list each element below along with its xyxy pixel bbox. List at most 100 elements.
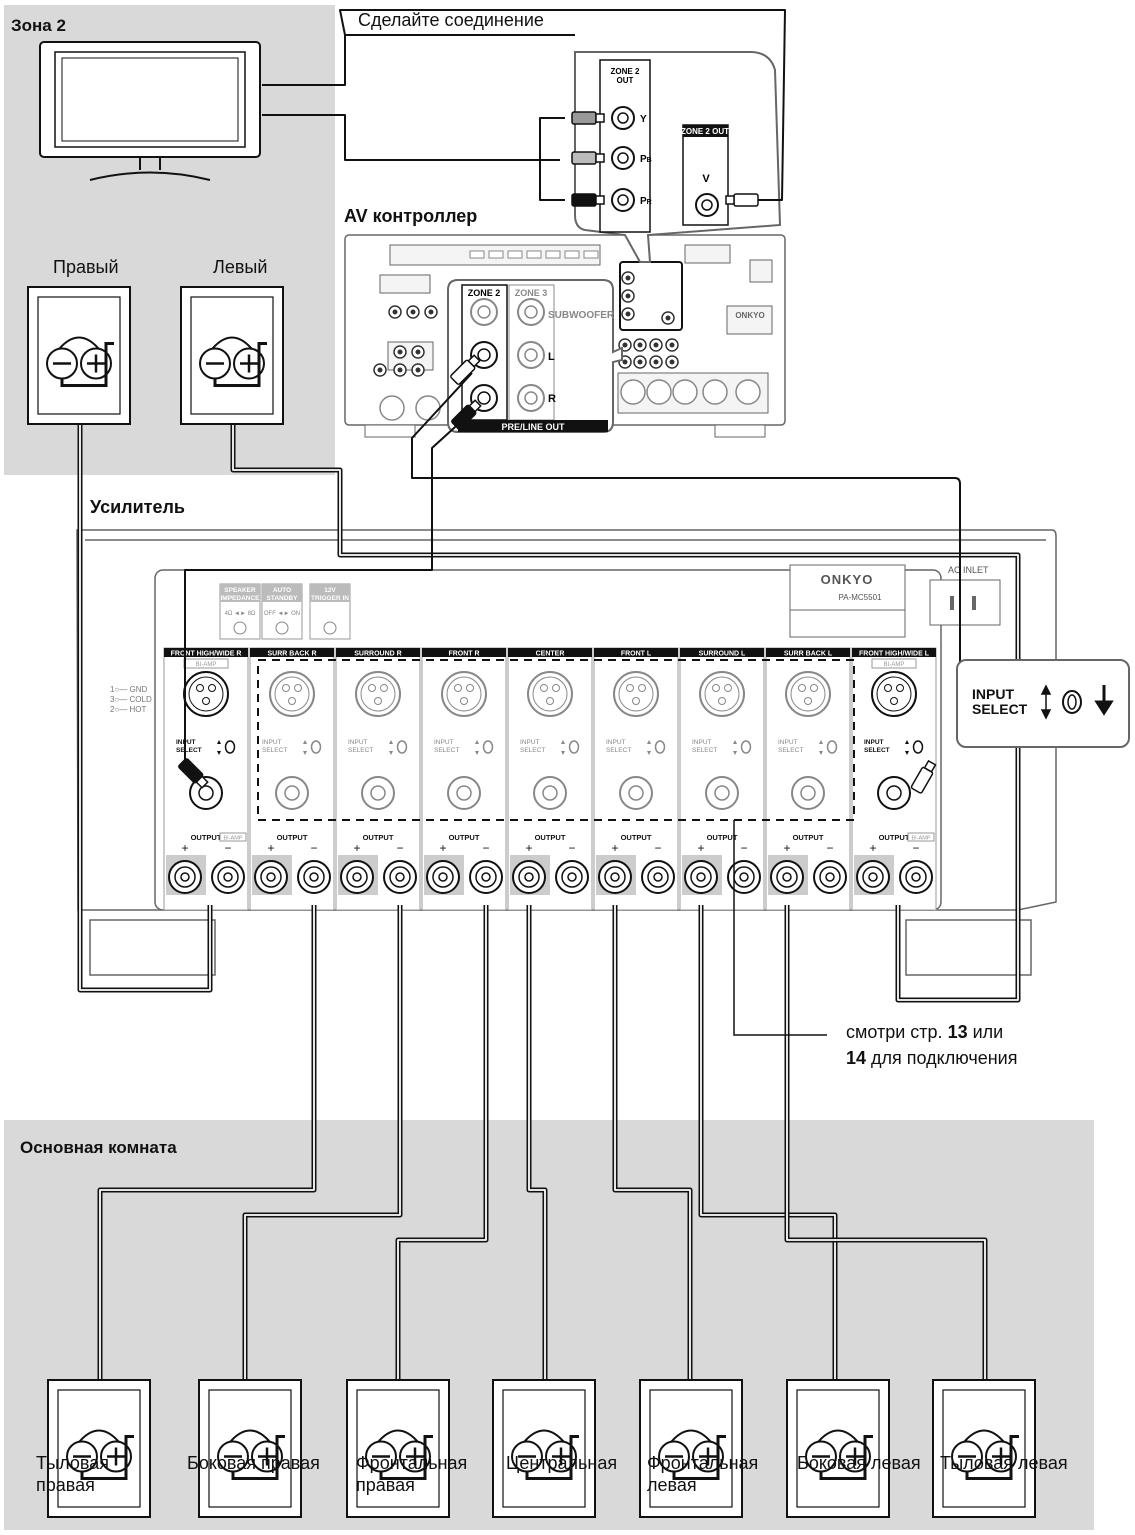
pre-out-jack-inner [477, 305, 491, 319]
xlr-jack-inner [876, 676, 912, 712]
switch-title-text: AUTO [273, 587, 291, 594]
component-jack-inner [617, 152, 629, 164]
rca-input-inner [714, 785, 730, 801]
minus-text: − [568, 841, 575, 855]
pre-out-jack-inner [477, 391, 491, 405]
channel-header-bg [852, 648, 936, 657]
switch-title-text: SPEAKER [224, 587, 256, 594]
channel-header-bg [766, 648, 850, 657]
xlr-jack-inner [446, 676, 482, 712]
input-select-text: INPUT [520, 739, 540, 746]
channel-header-bg [164, 648, 248, 657]
speaker-terminal-core [739, 872, 749, 882]
xlr-pin [626, 684, 634, 692]
main-speaker-wire-core [700, 905, 836, 1385]
component-jack-inner [617, 112, 629, 124]
minus-text: − [224, 841, 231, 855]
controller-jack-core [392, 309, 398, 315]
minus-text: − [912, 841, 919, 855]
av-controller-heading: AV контроллер [344, 206, 478, 226]
speaker-terminal-core [481, 872, 491, 882]
channel-name-text: FRONT L [621, 651, 652, 658]
component-jack-sub: R [647, 199, 652, 206]
note-text-3: для подключения [866, 1048, 1018, 1068]
output-bi-amp-text: BI-AMP [224, 836, 243, 842]
main-speaker-wire-core [244, 905, 401, 1385]
minus-text: − [396, 841, 403, 855]
callout-arrow-down-icon [1094, 685, 1114, 716]
xlr-jack-inner [532, 676, 568, 712]
component-jack-inner [617, 194, 629, 206]
xlr-pin [380, 684, 388, 692]
speaker-wire-stub [231, 1435, 285, 1480]
xlr-pin [712, 684, 720, 692]
xlr-pin [804, 697, 812, 705]
controller-jack-core [622, 359, 628, 365]
switch-title-bg [310, 584, 350, 602]
output-text: OUTPUT [363, 833, 394, 842]
speaker-wire-stub [80, 1435, 134, 1480]
main-speaker-caption: Фронтальная правая [356, 1453, 468, 1495]
speaker-wire-stub [965, 1435, 1019, 1480]
switch-value-text: OFF ◄► ON [264, 611, 300, 617]
controller-jack-core [397, 367, 403, 373]
controller-jack-core [625, 275, 631, 281]
speaker-wire-stub [819, 1435, 873, 1480]
speaker-terminal-core [653, 872, 663, 882]
speaker-arc [209, 336, 255, 353]
callout-updown-icon [1040, 684, 1052, 720]
zone2-title: Зона 2 [11, 16, 66, 35]
hdmi-port [488, 250, 504, 259]
speaker-arc [521, 1429, 567, 1446]
input-select-text: INPUT [864, 739, 884, 746]
bi-amp-text: BI-AMP [884, 662, 905, 668]
speaker-terminal-core [438, 872, 448, 882]
plug-pb-tip [595, 153, 605, 163]
composite-jack-text: V [702, 173, 710, 185]
switch-title-text: STANDBY [267, 595, 299, 602]
speaker-terminal-core [180, 872, 190, 882]
speaker-arc [227, 1429, 273, 1446]
xlr-pin [374, 697, 382, 705]
rca-input-inner [370, 785, 386, 801]
hdmi-port [564, 250, 580, 259]
controller-jack-core [377, 367, 383, 373]
channel-name-text: SURROUND R [354, 651, 401, 658]
channel-header-bg [680, 648, 764, 657]
input-select-text: INPUT [778, 739, 798, 746]
main-speaker-caption: Боковая левая [797, 1453, 921, 1473]
controller-jack-core [622, 342, 628, 348]
zone2-out-text-1: ZONE 2 [611, 67, 640, 76]
channel-name-text: FRONT HIGH/WIDE L [859, 651, 930, 658]
output-text: OUTPUT [277, 833, 308, 842]
speaker-arc [375, 1429, 421, 1446]
controller-xlr [379, 395, 405, 421]
amp-channel-group: FRONT HIGH/WIDE R BI-AMP INPUT SELECT OUTPUT… [163, 647, 937, 911]
xlr-pin [454, 684, 462, 692]
plug-amp-in-l [910, 759, 937, 794]
input-select-text: SELECT [434, 747, 459, 754]
channel-name-text: FRONT HIGH/WIDE R [171, 651, 242, 658]
xlr-jack-inner [274, 676, 310, 712]
speaker-terminal-core [782, 872, 792, 882]
controller-xlr [646, 379, 672, 405]
channel-name-text: FRONT R [448, 651, 479, 658]
composite-label-text: ZONE 2 OUT [681, 127, 729, 136]
input-select-text: SELECT [262, 747, 287, 754]
switch-knob [233, 621, 247, 635]
main-speaker-caption: Тыловая левая [940, 1453, 1068, 1473]
pre-zone2-text: ZONE 2 [468, 288, 501, 298]
ac-inlet-text: AC INLET [948, 565, 989, 575]
speaker-terminal-core [911, 872, 921, 882]
input-select-callout: INPUT SELECT [956, 659, 1130, 748]
minus-text: − [482, 841, 489, 855]
plug-v-body [733, 193, 759, 207]
plug-pr [571, 193, 605, 207]
controller-jack-core [669, 342, 675, 348]
main-speaker-wire [784, 905, 988, 1385]
speaker-terminal-core [524, 872, 534, 882]
updown-icon [733, 740, 737, 755]
pre-out-jack-inner [524, 305, 538, 319]
rca-input-inner [198, 785, 214, 801]
